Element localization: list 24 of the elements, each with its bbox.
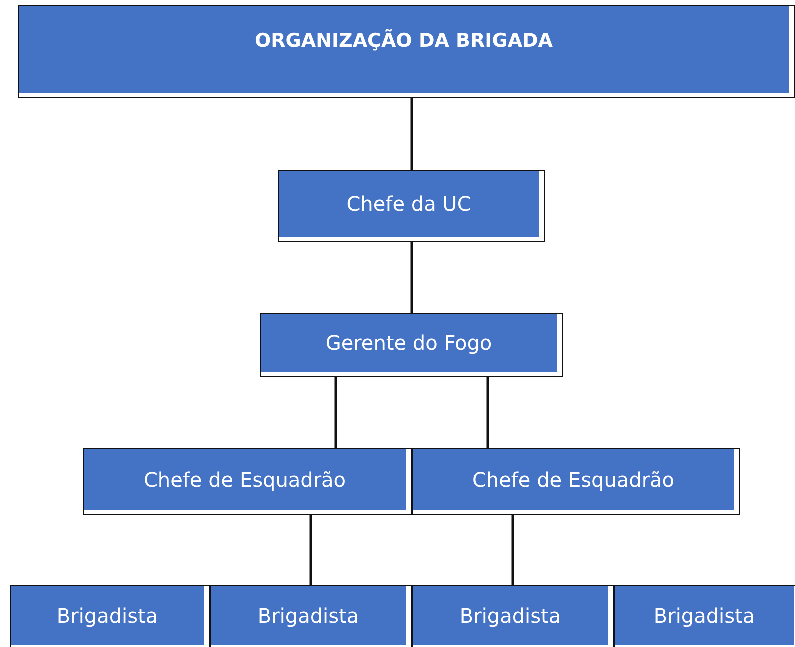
role-box: [10, 585, 210, 647]
connector-line: [486, 377, 490, 448]
role-box: [614, 585, 795, 647]
role-label: Brigadista: [258, 604, 360, 628]
role-label: Chefe de Esquadrão: [472, 468, 675, 492]
title-banner: [18, 5, 795, 98]
role-box: [412, 585, 614, 647]
title-text: ORGANIZAÇÃO DA BRIGADA: [255, 30, 553, 52]
role-label: Chefe da UC: [346, 192, 472, 216]
role-label: Brigadista: [460, 604, 562, 628]
role-label: Brigadista: [654, 604, 756, 628]
role-label: Chefe de Esquadrão: [144, 468, 346, 492]
role-box: [278, 170, 545, 242]
connector-line: [410, 98, 414, 170]
role-box: [412, 448, 740, 515]
connector-line: [334, 377, 338, 448]
role-box: [83, 448, 412, 515]
connector-line: [512, 515, 514, 585]
role-box: [210, 585, 412, 647]
role-label: Brigadista: [56, 604, 158, 628]
role-box: [260, 313, 563, 377]
connector-line: [410, 242, 414, 313]
role-label: Gerente do Fogo: [326, 331, 492, 355]
connector-line: [310, 515, 312, 585]
